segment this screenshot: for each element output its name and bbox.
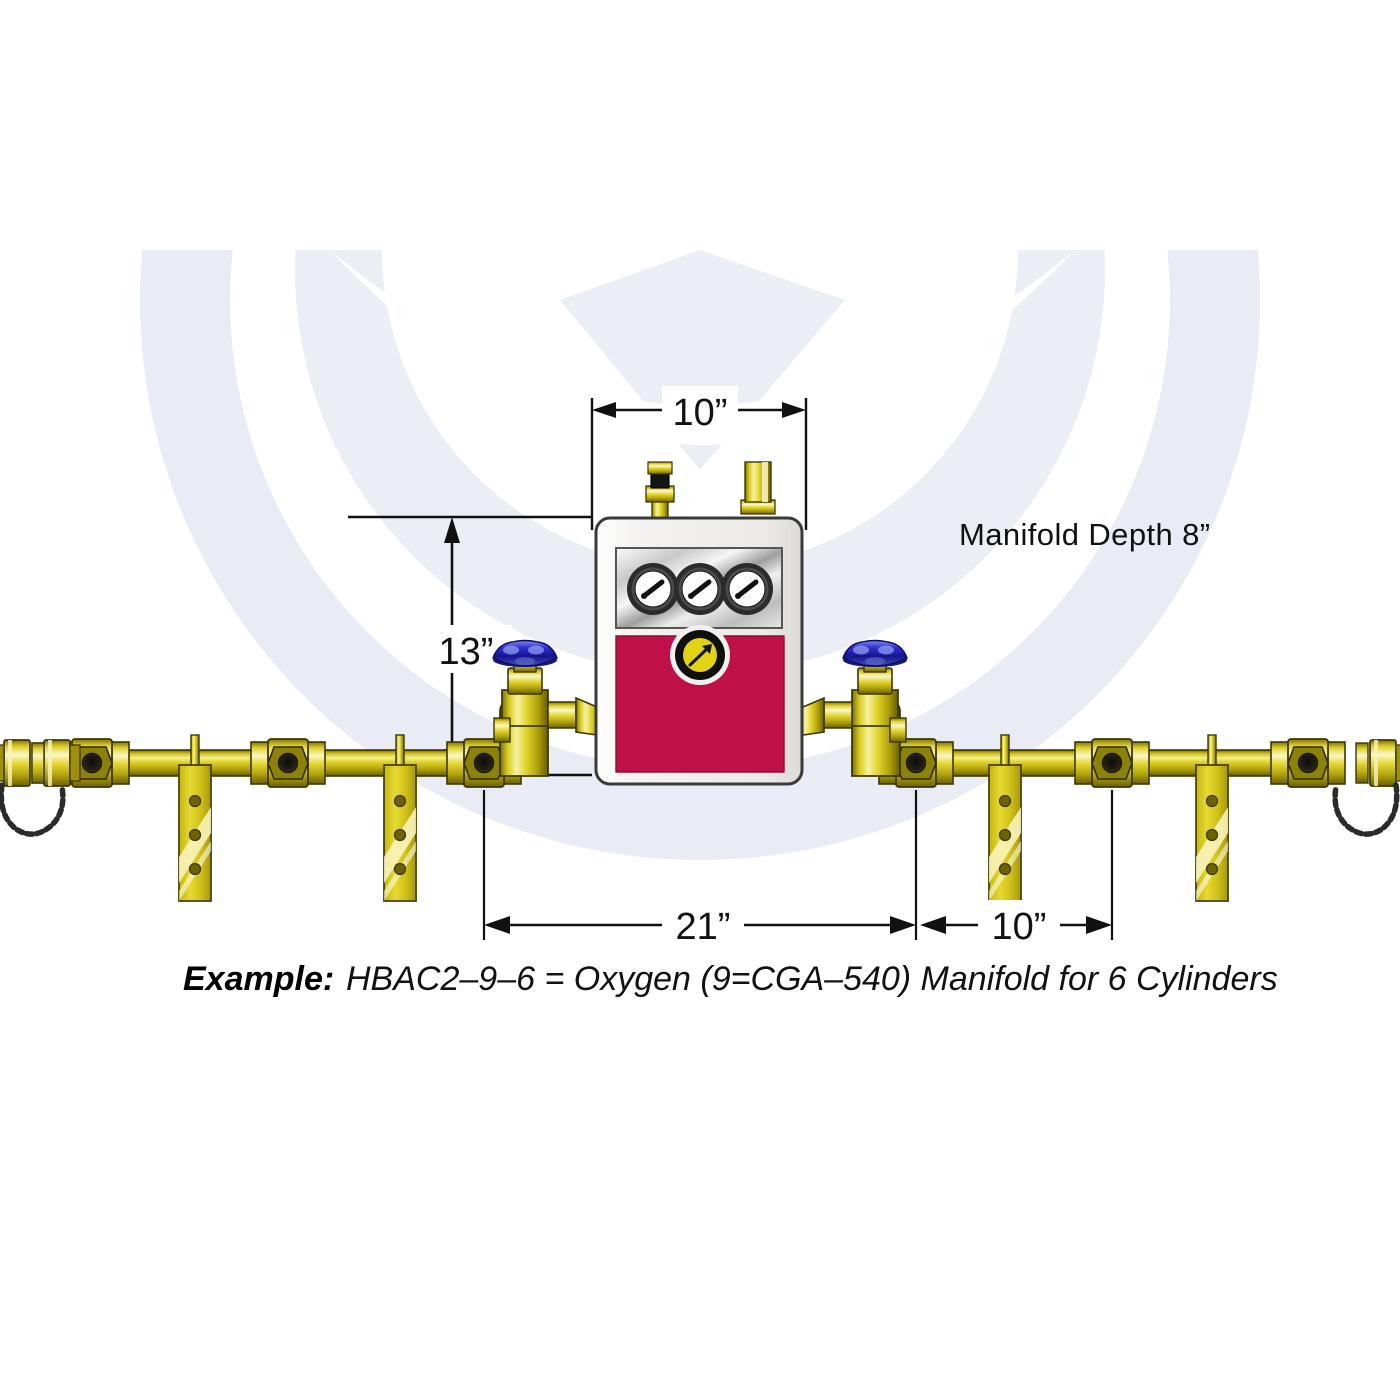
dimension-right-span-label: 10” — [992, 906, 1047, 948]
gauge-left[interactable] — [627, 563, 679, 615]
tee-left-2 — [250, 738, 326, 788]
dimension-top-width-label: 10” — [673, 392, 728, 434]
handwheel-left[interactable] — [492, 639, 558, 668]
chain-cap-left — [0, 739, 81, 837]
example-caption-bold: Example: — [183, 960, 334, 998]
dimension-right-span: 10” — [920, 790, 1114, 948]
handwheel-right[interactable] — [842, 639, 908, 668]
control-panel-cabinet — [594, 516, 804, 786]
dimension-center-span: 21” — [482, 790, 918, 948]
dimension-top-width: 10” — [590, 386, 808, 530]
gauge-center[interactable] — [674, 563, 726, 615]
tee-right-3 — [1270, 738, 1346, 788]
manifold-depth-label: Manifold Depth 8” — [959, 517, 1211, 552]
tee-right-2 — [1074, 738, 1150, 788]
dimension-center-span-label: 21” — [676, 906, 731, 948]
gauge-right[interactable] — [721, 563, 773, 615]
chain-cap-right — [1332, 739, 1400, 837]
outlet-fitting — [740, 461, 776, 515]
valve-assembly-right — [795, 639, 908, 777]
dimension-cabinet-height-label: 13” — [439, 631, 494, 673]
arrow-icon — [688, 644, 712, 667]
selector-knob[interactable] — [670, 625, 730, 685]
example-caption-text: HBAC2–9–6 = Oxygen (9=CGA–540) Manifold … — [346, 960, 1278, 998]
